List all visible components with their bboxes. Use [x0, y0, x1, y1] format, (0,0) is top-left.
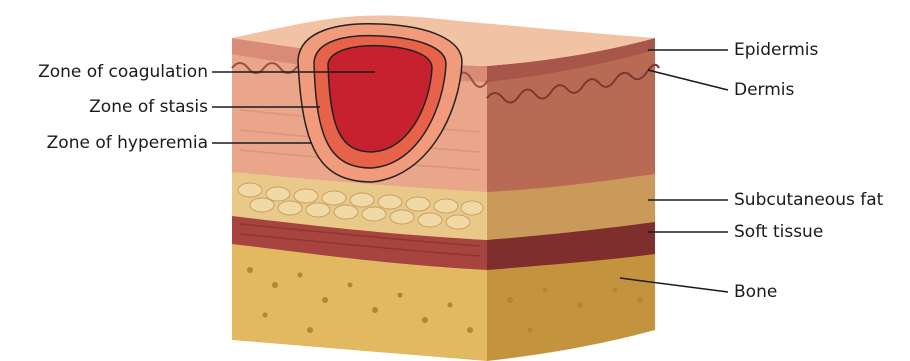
label-subcutaneous-fat: Subcutaneous fat	[734, 190, 883, 210]
label-epidermis: Epidermis	[734, 40, 818, 60]
label-bone: Bone	[734, 282, 777, 302]
label-zone-of-coagulation: Zone of coagulation	[38, 62, 208, 82]
bone-layer-side	[487, 252, 655, 361]
label-dermis: Dermis	[734, 80, 794, 100]
label-soft-tissue: Soft tissue	[734, 222, 823, 242]
label-zone-of-hyperemia: Zone of hyperemia	[47, 133, 208, 153]
label-zone-of-stasis: Zone of stasis	[89, 97, 208, 117]
leader-line-dermis	[648, 70, 728, 90]
